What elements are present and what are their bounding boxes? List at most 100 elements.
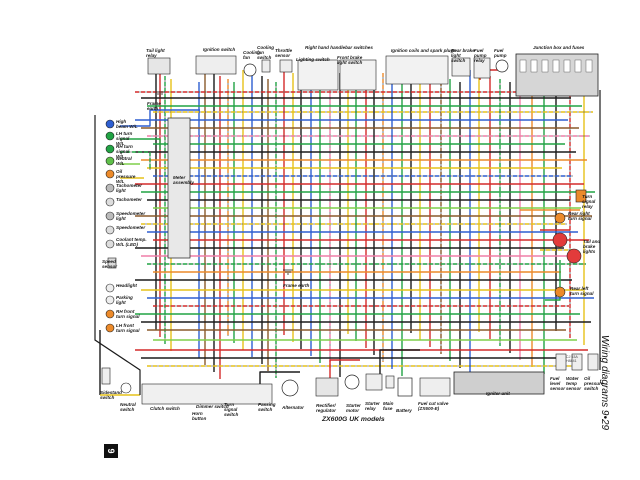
- rear-brake-switch: [451, 57, 471, 77]
- diagram-caption: ZX600G UK models: [322, 416, 385, 423]
- label-battery: Battery: [396, 408, 412, 413]
- label-fuel-level-sensor: Fuel level sensor: [550, 376, 566, 391]
- starter-motor: [344, 374, 360, 390]
- label-rh-turn-wl: RH turn signal W/L: [116, 144, 133, 159]
- wire: [379, 349, 420, 380]
- label-fuel-pump-relay: Fuel pump relay: [474, 48, 487, 63]
- label-coolant-temp-wl: Coolant temp. W/L (LED): [116, 237, 147, 247]
- label-clutch-switch: Clutch switch: [150, 406, 180, 411]
- label-dimmer-switch: Dimmer switch: [196, 404, 229, 409]
- label-tachometer-light: Tachometer light: [116, 183, 142, 193]
- alternator: [281, 379, 299, 397]
- label-ignition-coils: Ignition coils and spark plugs: [391, 48, 456, 53]
- lamp-bulb: [105, 295, 115, 305]
- label-high-beam-wl: High beam W/L: [116, 119, 138, 129]
- label-tail-light-relay: Tail light relay: [146, 48, 165, 58]
- warning-lamp-bulb: [105, 225, 115, 235]
- label-front-brake-light-switch: Front brake light switch: [337, 55, 363, 65]
- label-lighting-switch: Lighting switch: [296, 57, 330, 62]
- lamp-bulb: [105, 283, 115, 293]
- warning-lamp-bulb: [105, 197, 115, 207]
- ignition-switch: [195, 55, 237, 75]
- warning-lamp-bulb: [105, 211, 115, 221]
- label-rear-right-turn: Rear right turn signal: [568, 211, 592, 221]
- label-oil-pressure-wl: Oil pressure W/L: [116, 169, 136, 184]
- warning-lamp-bulb: [105, 131, 115, 141]
- label-lh-front-turn: LH front turn signal: [116, 323, 140, 333]
- sidestand-switch: [101, 367, 111, 385]
- battery: [397, 377, 413, 397]
- label-neutral-switch: Neutral switch: [120, 402, 136, 412]
- wire-tracer: [120, 151, 151, 170]
- label-neutral-wl: Neutral W/L: [116, 156, 132, 166]
- oil-pressure-switch: [587, 353, 599, 371]
- fuse: [585, 59, 593, 73]
- fuse: [552, 59, 560, 73]
- rear-left-turn-bulb: [554, 286, 566, 298]
- label-meter-assembly: Meter assembly: [173, 175, 194, 185]
- cooling-fan-switch: [261, 59, 271, 73]
- water-temp-sensor: [571, 353, 583, 371]
- label-ignition-switch: Ignition switch: [203, 47, 236, 52]
- component-symbols: [101, 53, 599, 405]
- fuel-pump-relay: [473, 57, 491, 79]
- label-oil-pressure-switch: Oil pressure switch: [584, 376, 604, 391]
- label-main-fuse: Main fuse: [383, 401, 394, 411]
- label-turn-signal-relay: Turn signal relay: [582, 194, 596, 209]
- label-cooling-fan: Cooling fan: [243, 50, 261, 60]
- fuse: [530, 59, 538, 73]
- label-fuel-pump: Fuel pump: [494, 48, 507, 58]
- reference-code: CJ 53A H8841: [566, 355, 578, 364]
- label-sidestand-switch: Sidestand switch: [100, 390, 122, 400]
- warning-lamp-bulb: [105, 156, 115, 166]
- label-cooling-fan-switch: Cooling fan switch: [257, 45, 275, 60]
- tail-brake-bulb: [566, 248, 582, 264]
- warning-lamp-bulb: [105, 144, 115, 154]
- label-headlight: Headlight: [116, 283, 137, 288]
- igniter-unit: [453, 371, 545, 395]
- label-tail-brake-lights: Tail and brake lights: [583, 239, 601, 254]
- fuse: [563, 59, 571, 73]
- wire-harness: [94, 69, 601, 396]
- warning-lamp-bulb: [105, 239, 115, 249]
- right-handlebar-switch-block: [297, 59, 339, 91]
- warning-lamp-bulb: [105, 169, 115, 179]
- wire: [545, 260, 561, 301]
- wire: [120, 138, 161, 150]
- front-brake-switch-block: [339, 59, 377, 91]
- label-igniter-unit: Igniter unit: [486, 391, 510, 396]
- label-fuel-cut-valve: Fuel cut valve (ZX600-E): [418, 401, 449, 411]
- starter-relay: [365, 373, 383, 391]
- lamp-bulb: [105, 309, 115, 319]
- reference-code-line: H8841: [566, 358, 577, 363]
- main-fuse: [385, 375, 395, 389]
- neutral-switch: [120, 382, 132, 394]
- label-speedometer: Speedometer: [116, 225, 146, 230]
- label-passing-switch: Passing switch: [258, 402, 276, 412]
- left-handlebar-switch-block: [141, 383, 273, 405]
- throttle-sensor: [279, 59, 293, 73]
- turn-signal-relay: [575, 189, 587, 203]
- label-starter-motor: Starter motor: [346, 403, 361, 413]
- label-throttle-sensor: Throttle sensor: [275, 48, 293, 58]
- label-lh-turn-wl: LH turn signal W/L: [116, 131, 133, 146]
- label-alternator: Alternator: [282, 405, 304, 410]
- label-starter-relay: Starter relay: [365, 401, 380, 411]
- reference-code-line: CJ 53A: [566, 355, 578, 359]
- page-number: 9: [104, 444, 118, 458]
- label-speedometer-light: Speedometer light: [116, 211, 146, 221]
- speed-sensor: [107, 257, 117, 269]
- label-junction-box: Junction box and fuses: [533, 45, 585, 50]
- ignition-coils-block: [385, 55, 449, 85]
- label-rectifier-regulator: Rectifier/ regulator: [316, 403, 336, 413]
- label-rear-left-turn: Rear left turn signal: [570, 286, 594, 296]
- meter-assembly: [167, 117, 191, 259]
- wire: [120, 109, 200, 127]
- warning-lamp-bulb: [105, 119, 115, 129]
- label-frame-earth-mid: Frame earth: [283, 283, 310, 288]
- tail-light-relay: [147, 57, 171, 75]
- rear-right-turn-bulb: [554, 212, 566, 224]
- label-speed-sensor: Speed sensor: [102, 259, 118, 269]
- label-turn-signal-switch: Turn signal switch: [224, 402, 239, 417]
- label-frame-earth-top: Frame earth: [147, 101, 161, 111]
